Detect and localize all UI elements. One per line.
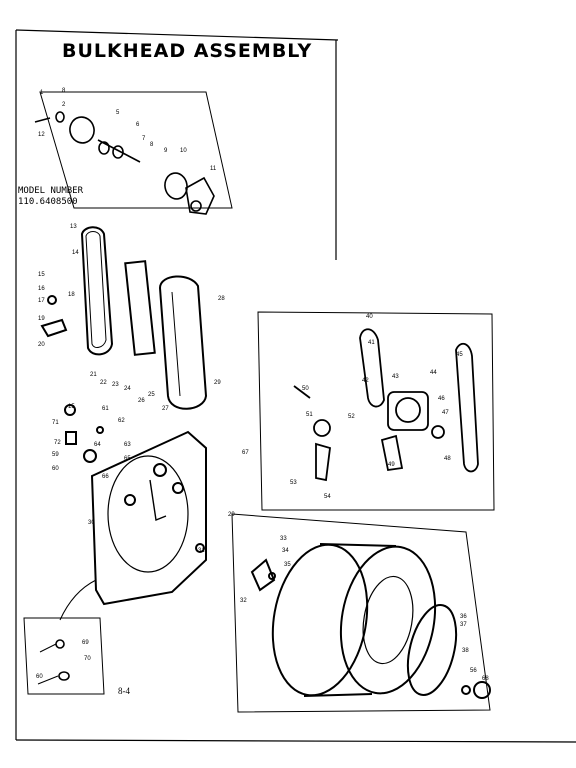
callout-number: 14 xyxy=(72,250,79,256)
drum-drawing xyxy=(250,543,491,699)
callout-number: 34 xyxy=(282,548,289,554)
callout-number: 33 xyxy=(280,536,287,542)
callout-number: 16 xyxy=(38,286,45,292)
callout-number: 1 xyxy=(40,90,44,96)
callout-number: 40 xyxy=(366,314,373,320)
callout-number: 32 xyxy=(240,598,247,604)
callout-number: 47 xyxy=(442,410,449,416)
callout-number: 50 xyxy=(302,386,309,392)
belt-and-frame-drawing xyxy=(40,226,208,463)
page-title: BULKHEAD ASSEMBLY xyxy=(62,40,313,62)
bulkhead-drawing xyxy=(59,430,207,621)
model-number-block: MODEL NUMBER 110.6408500 xyxy=(18,186,83,208)
callout-number: 25 xyxy=(148,392,155,398)
callout-number: 2 xyxy=(62,102,66,108)
callout-number: 26 xyxy=(138,398,145,404)
top-parts-drawing xyxy=(34,111,215,215)
callout-number: 8 xyxy=(150,142,154,148)
callout-number: 49 xyxy=(388,462,395,468)
callout-number: 15 xyxy=(38,272,45,278)
callout-number: 31 xyxy=(198,548,205,554)
callout-number: 70 xyxy=(84,656,91,662)
callout-number: 36 xyxy=(460,614,467,620)
callout-number: 28 xyxy=(218,296,225,302)
callout-number: 41 xyxy=(368,340,375,346)
callout-number: 6 xyxy=(136,122,140,128)
callout-number: 51 xyxy=(306,412,313,418)
callout-number: 11 xyxy=(210,166,217,172)
model-number-value: 110.6408500 xyxy=(18,197,78,207)
callout-number: 9 xyxy=(164,148,168,154)
callout-number: 59 xyxy=(52,452,59,458)
callout-number: 19 xyxy=(38,316,45,322)
callout-number: 23 xyxy=(112,382,119,388)
small-parts-box xyxy=(23,617,105,695)
callout-number: 37 xyxy=(460,622,467,628)
callout-number: 69 xyxy=(82,640,89,646)
callout-number: 43 xyxy=(392,374,399,380)
callout-number: 29 xyxy=(228,512,235,518)
callout-number: 18 xyxy=(68,292,75,298)
callout-number: 65 xyxy=(124,456,131,462)
callout-number: 27 xyxy=(162,406,169,412)
callout-number: 54 xyxy=(324,494,331,500)
callout-number: 56 xyxy=(470,668,477,674)
callout-number: 52 xyxy=(348,414,355,420)
callout-number: 5 xyxy=(116,110,120,116)
callout-number: 46 xyxy=(438,396,445,402)
page-border xyxy=(15,29,576,743)
callout-number: 68 xyxy=(482,676,489,682)
model-number-label: MODEL NUMBER xyxy=(18,186,84,196)
page-number: 8-4 xyxy=(118,686,130,696)
callout-number: 60 xyxy=(52,466,59,472)
callout-number: 61 xyxy=(102,406,109,412)
callout-number: 64 xyxy=(94,442,101,448)
callout-number: 63 xyxy=(124,442,131,448)
callout-number: 66 xyxy=(102,474,109,480)
callout-number: 15 xyxy=(68,404,75,410)
callout-number: 45 xyxy=(456,352,463,358)
callout-number: 38 xyxy=(462,648,469,654)
callout-number: 24 xyxy=(124,386,131,392)
callout-number: 8 xyxy=(62,88,66,94)
top-parts-box xyxy=(39,91,233,209)
callout-number: 48 xyxy=(444,456,451,462)
callout-number: 53 xyxy=(290,480,297,486)
callout-number: 71 xyxy=(52,420,59,426)
callout-number: 10 xyxy=(180,148,187,154)
callout-number: 72 xyxy=(54,440,61,446)
callout-number: 62 xyxy=(118,418,125,424)
callout-number: 44 xyxy=(430,370,437,376)
callout-number: 30 xyxy=(88,520,95,526)
callout-number: 42 xyxy=(362,378,369,384)
motor-drawing xyxy=(293,328,479,482)
callout-number: 35 xyxy=(284,562,291,568)
callout-number: 67 xyxy=(242,450,249,456)
drum-box xyxy=(231,513,491,713)
callout-number: 21 xyxy=(90,372,97,378)
callout-number: 7 xyxy=(142,136,146,142)
callout-number: 17 xyxy=(38,298,45,304)
motor-box xyxy=(257,311,495,511)
callout-number: 60 xyxy=(36,674,43,680)
callout-number: 13 xyxy=(70,224,77,230)
callout-number: 12 xyxy=(38,132,45,138)
callout-number: 20 xyxy=(38,342,45,348)
callout-number: 29 xyxy=(214,380,221,386)
callout-number: 22 xyxy=(100,380,107,386)
small-parts-drawing xyxy=(37,639,70,685)
